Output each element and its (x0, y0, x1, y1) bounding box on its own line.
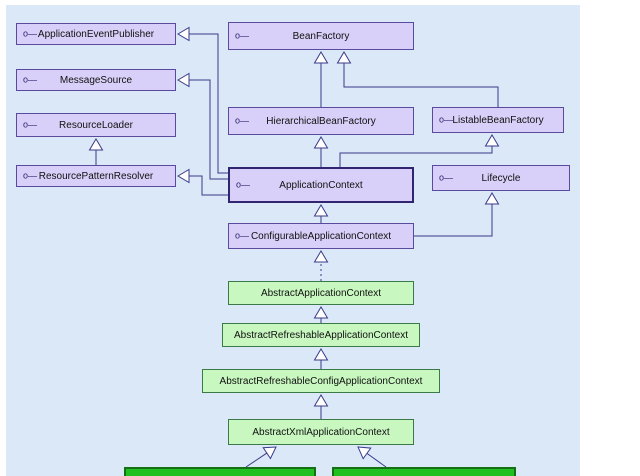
node-label: ResourceLoader (59, 119, 133, 131)
node-listable-bean-factory: o—ListableBeanFactory (432, 107, 564, 133)
node-message-source: o— MessageSource (16, 69, 176, 91)
node-resource-loader: o— ResourceLoader (16, 113, 176, 137)
interface-icon: o— (439, 114, 454, 125)
inheritance-arrow-icon (88, 138, 104, 151)
inheritance-arrow-icon (336, 51, 352, 64)
interface-icon: o— (23, 28, 38, 39)
interface-icon: o— (236, 179, 251, 190)
edge-application-context-to-resource-pattern-resolver (177, 168, 228, 196)
interface-icon: o— (23, 119, 38, 130)
inheritance-arrow-icon (313, 51, 329, 64)
node-lifecycle: o— Lifecycle (432, 165, 570, 191)
diagram-edges (88, 26, 500, 468)
node-configurable-application-context: o—ConfigurableApplicationContext (228, 223, 414, 249)
node-label: AbstractApplicationContext (260, 287, 382, 299)
inheritance-arrow-icon (313, 348, 329, 361)
inheritance-arrow-icon (313, 394, 329, 407)
edge-subclass-right-to-abstract-xml-application-context (357, 446, 387, 468)
edge-listable-bean-factory-to-bean-factory (336, 51, 499, 107)
edge-abstract-application-context-to-configurable-application-context (313, 250, 329, 281)
node-abstract-application-context: AbstractApplicationContext (228, 281, 414, 305)
node-label: AbstractXmlApplicationContext (252, 426, 390, 438)
inheritance-arrow-icon (313, 204, 329, 217)
node-label: AbstractRefreshableConfigApplicationCont… (219, 375, 423, 387)
node-label: HierarchicalBeanFactory (266, 115, 376, 127)
edge-application-context-to-hierarchical-bean-factory (313, 136, 329, 167)
inheritance-arrow-icon (484, 134, 500, 147)
edge-configurable-application-context-to-application-context (313, 204, 329, 223)
inheritance-arrow-icon (177, 168, 190, 184)
edge-application-context-to-listable-bean-factory (339, 134, 500, 167)
node-subclass-right (332, 467, 516, 476)
inheritance-arrow-icon (484, 192, 500, 205)
edge-application-context-to-app-event-publisher (177, 26, 228, 174)
inheritance-arrow-icon (177, 26, 190, 42)
interface-icon: o— (235, 230, 250, 241)
node-label: ApplicationContext (279, 179, 363, 191)
node-label: ApplicationEventPublisher (37, 28, 155, 40)
interface-icon: o— (235, 115, 250, 126)
node-bean-factory: o— BeanFactory (228, 22, 414, 50)
node-label: ResourcePatternResolver (38, 170, 154, 182)
edge-configurable-application-context-to-lifecycle (414, 192, 500, 237)
inheritance-arrow-icon (357, 446, 372, 460)
edge-application-context-to-message-source (177, 72, 228, 180)
node-label: BeanFactory (292, 30, 350, 42)
inheritance-arrow-icon (262, 446, 277, 460)
edge-resource-pattern-resolver-to-resource-loader (88, 138, 104, 165)
inheritance-arrow-icon (313, 136, 329, 149)
interface-icon: o— (23, 170, 38, 181)
node-app-event-publisher: o—ApplicationEventPublisher (16, 23, 176, 45)
node-application-context: o— ApplicationContext (228, 167, 414, 203)
node-abstract-refreshable-application-context: AbstractRefreshableApplicationContext (222, 323, 420, 347)
node-label: ConfigurableApplicationContext (250, 230, 392, 242)
edge-abstract-refreshable-application-context-to-abstract-application-context (313, 306, 329, 323)
node-label: Lifecycle (481, 172, 521, 184)
inheritance-arrow-icon (177, 72, 190, 88)
node-abstract-refreshable-config-application-context: AbstractRefreshableConfigApplicationCont… (202, 369, 440, 393)
edge-subclass-left-to-abstract-xml-application-context (245, 446, 277, 468)
node-label: ListableBeanFactory (452, 114, 544, 126)
edge-abstract-refreshable-config-application-context-to-abstract-refreshable-application-context (313, 348, 329, 369)
interface-icon: o— (439, 172, 454, 183)
node-subclass-left (124, 467, 316, 476)
node-label: AbstractRefreshableApplicationContext (234, 329, 408, 341)
node-resource-pattern-resolver: o—ResourcePatternResolver (16, 165, 176, 187)
inheritance-arrow-icon (313, 306, 329, 319)
node-label: MessageSource (59, 74, 133, 86)
inheritance-arrow-icon (313, 250, 329, 263)
interface-icon: o— (235, 30, 250, 41)
node-abstract-xml-application-context: AbstractXmlApplicationContext (228, 419, 414, 445)
edge-abstract-xml-application-context-to-abstract-refreshable-config-application-context (313, 394, 329, 419)
edge-hierarchical-bean-factory-to-bean-factory (313, 51, 329, 107)
interface-icon: o— (23, 74, 38, 85)
node-hierarchical-bean-factory: o— HierarchicalBeanFactory (228, 107, 414, 135)
